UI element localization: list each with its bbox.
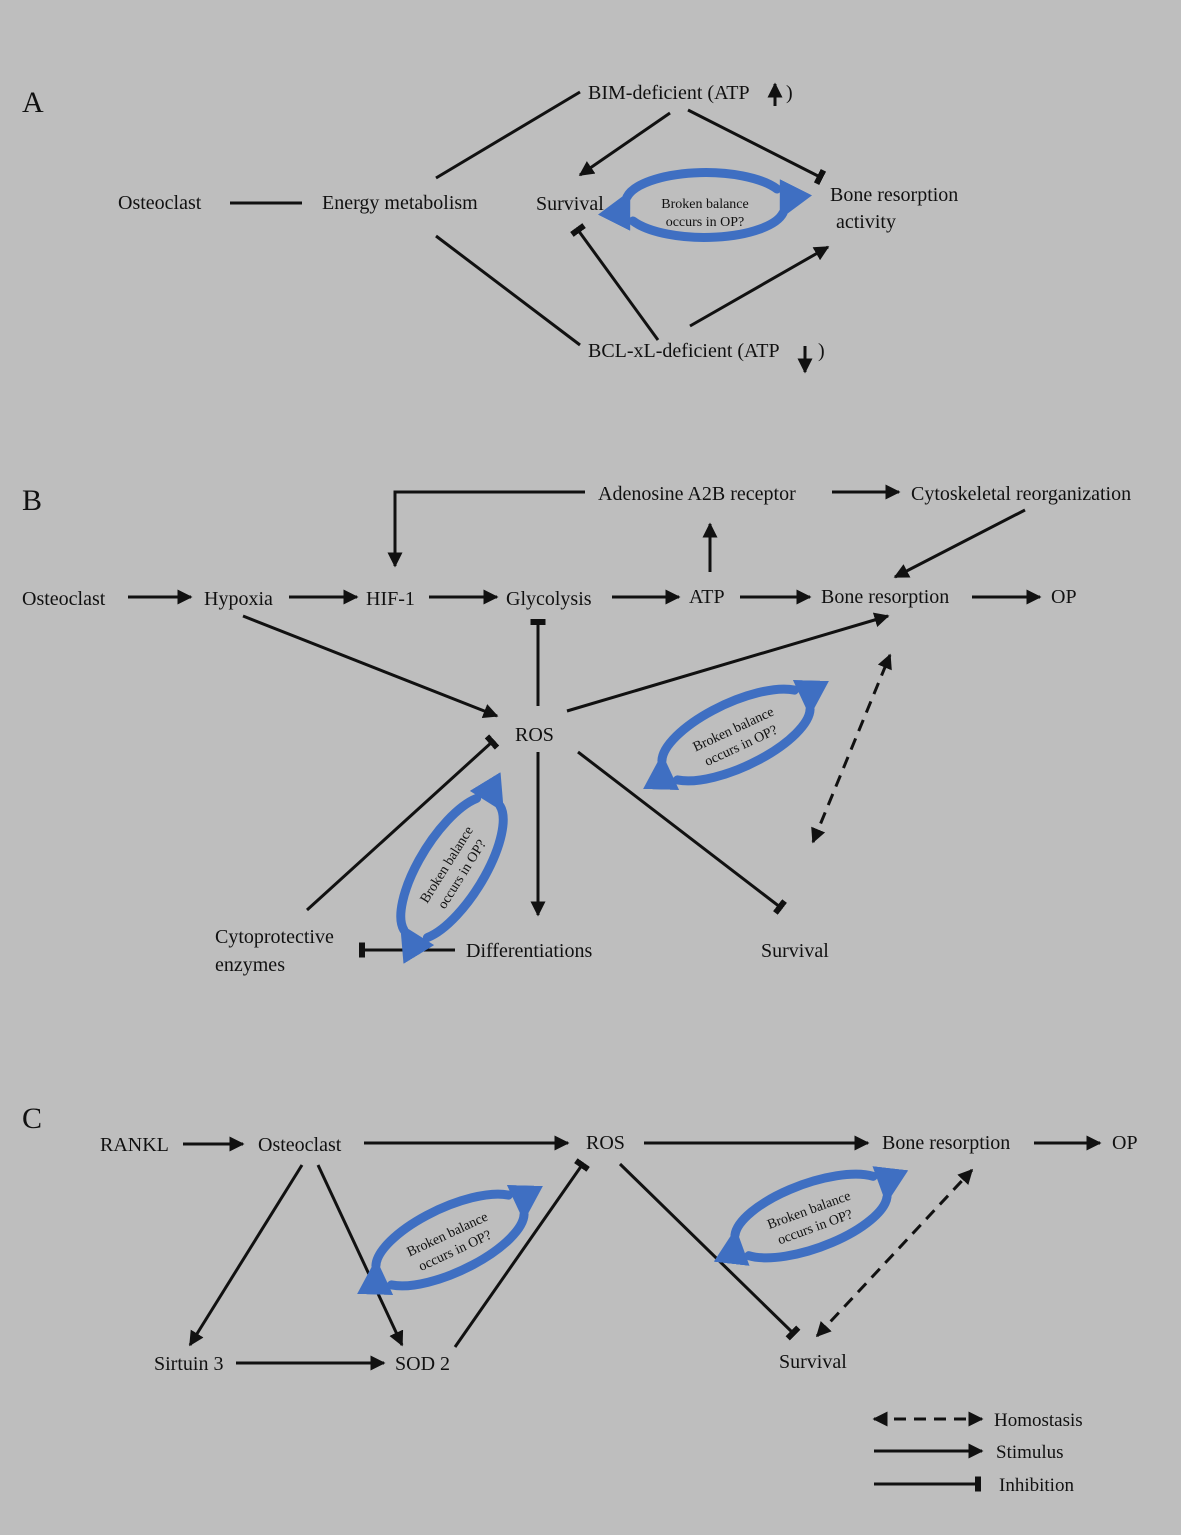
b-bone-resorption-node: Bone resorption [821,586,949,608]
b-osteoclast-node: Osteoclast [22,588,106,610]
b-atp-node: ATP [689,586,725,608]
a-link-energy-bim [435,90,581,180]
b-cytoprotective-enzymes: enzymes [215,954,285,976]
b-differentiations-node: Differentiations [466,940,592,962]
b-op-node: OP [1051,586,1077,608]
b-cytoprotective-node: Cytoprotective [215,926,334,948]
a-arrow-bcl-bone [689,245,830,328]
c-arrow-osteoclast-sirtuin [188,1164,304,1347]
a-loop-text-2: occurs in OP? [666,215,745,230]
c-osteoclast-node: Osteoclast [258,1134,342,1156]
c-bone-resorption-node: Bone resorption [882,1132,1010,1154]
c-sirtuin-node: Sirtuin 3 [154,1353,223,1375]
b-arrow-ros-bone [566,612,890,713]
a-bone-resorption-activity: activity [836,211,896,233]
c-rankl-node: RANKL [100,1134,169,1156]
panel-a: A Osteoclast Energy metabolism BIM-defic… [22,82,958,374]
c-broken-balance-loop-left-icon: Broken balance occurs in OP? [366,1178,535,1303]
b-inhibit-ros-survival [577,750,787,915]
a-bone-resorption-node: Bone resorption [830,184,958,206]
panel-c-label: C [22,1102,42,1135]
b-cytoskeletal-node: Cytoskeletal reorganization [911,483,1131,505]
legend-inhibition-label: Inhibition [999,1475,1074,1496]
b-homeostasis-survival-bone [811,653,892,844]
b-inhibit-cytoprotective-ros [305,734,500,912]
b-adenosine-node: Adenosine A2B receptor [598,483,796,505]
legend-stimulus-label: Stimulus [996,1442,1064,1463]
b-broken-balance-loop-left-icon: Broken balance occurs in OP? [383,785,521,952]
c-homeostasis-survival-bone [815,1168,974,1338]
panel-b-label: B [22,484,42,517]
b-broken-balance-loop-right-icon: Broken balance occurs in OP? [652,673,821,798]
b-survival-node: Survival [761,940,829,962]
a-loop-text-1: Broken balance [661,197,748,212]
legend-homeostasis-label: Homostasis [994,1410,1083,1431]
a-bim-close-paren: ) [786,82,793,104]
b-hif1-node: HIF-1 [366,588,415,610]
a-inhibit-bcl-survival [570,223,660,341]
a-energy-metabolism-node: Energy metabolism [322,192,478,214]
b-arrow-hypoxia-ros [242,614,499,719]
a-arrow-bim-survival [578,111,671,177]
panel-b: B Osteoclast Hypoxia HIF-1 Glycolysis AT… [22,483,1131,976]
b-glycolysis-node: Glycolysis [506,588,592,610]
c-op-node: OP [1112,1132,1138,1154]
a-osteoclast-node: Osteoclast [118,192,202,214]
b-arrow-adenosine-hif1 [387,490,585,568]
c-inhibit-sod2-ros [453,1158,590,1348]
b-ros-node: ROS [515,724,554,746]
c-broken-balance-loop-right-icon: Broken balance occurs in OP? [727,1159,896,1273]
a-inhibit-bim-bone [687,108,827,186]
a-bim-deficient-node: BIM-deficient (ATP [588,82,750,104]
c-survival-node: Survival [779,1351,847,1373]
c-inhibit-ros-survival [618,1162,801,1341]
c-sod2-node: SOD 2 [395,1353,450,1375]
a-bcl-deficient-node: BCL-xL-deficient (ATP [588,340,780,362]
a-survival-node: Survival [536,193,604,215]
c-arrow-osteoclast-sod2 [316,1164,404,1347]
b-arrow-cytoskeletal-bone [893,508,1026,579]
b-hypoxia-node: Hypoxia [204,588,273,610]
a-bcl-close-paren: ) [818,340,825,362]
a-link-energy-bcl [435,234,581,347]
panel-c: C RANKL Osteoclast ROS Bone resorption O… [22,1102,1138,1375]
legend: Homostasis Stimulus Inhibition [872,1410,1083,1496]
c-ros-node: ROS [586,1132,625,1154]
panel-a-label: A [22,86,44,119]
